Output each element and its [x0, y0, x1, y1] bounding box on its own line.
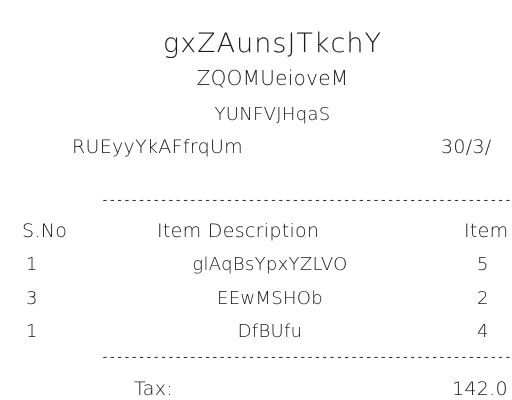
row-sno: 3 — [26, 288, 38, 309]
divider-bottom: ----------------------------------------… — [101, 352, 512, 364]
tax-value: 142.0 — [452, 378, 508, 400]
row-item: 5 — [477, 254, 489, 275]
row-description: EEwMSHOb — [217, 288, 323, 309]
row-sno: 1 — [26, 321, 38, 342]
row-sno: 1 — [26, 254, 38, 275]
tax-label: Tax: — [134, 378, 173, 400]
row-description: glAqBsYpxYZLVO — [192, 254, 348, 275]
row-description: DfBUfu — [237, 321, 303, 342]
column-header-item: Item — [464, 220, 509, 242]
receipt-date: 30/3/ — [441, 136, 492, 158]
column-header-sno: S.No — [22, 220, 68, 242]
receipt-title: gxZAunsJTkchY — [163, 28, 382, 59]
column-header-description: Item Description — [157, 220, 320, 242]
divider-top: ----------------------------------------… — [101, 195, 512, 207]
row-item: 2 — [477, 288, 489, 309]
row-item: 4 — [477, 321, 489, 342]
receipt-subtitle-1: ZQOMUeioveM — [196, 66, 349, 90]
receipt-subtitle-2: YUNFVJHqaS — [214, 104, 331, 125]
receipt-info-left: RUEyyYkAFfrqUm — [72, 136, 243, 158]
